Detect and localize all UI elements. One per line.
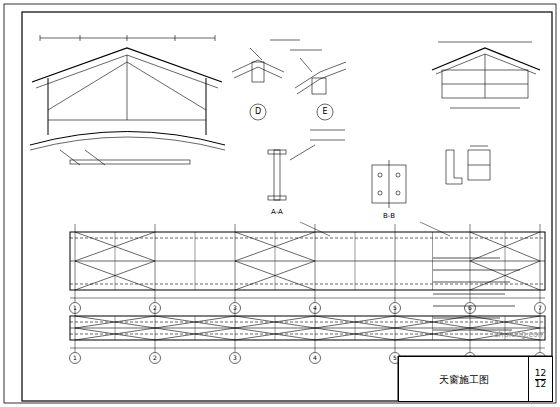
sheet-number: 12	[535, 380, 546, 390]
axis-number: 5	[393, 305, 397, 311]
purlin-detail	[446, 146, 490, 184]
axis-number: 4	[313, 355, 317, 361]
section-bb	[372, 160, 406, 208]
node-details	[232, 40, 346, 120]
general-notes	[433, 258, 520, 330]
skylight-elevation	[30, 35, 225, 165]
view-name: B-B	[383, 213, 395, 220]
view-name: A-A	[271, 209, 283, 216]
drawing-title: 天窗施工图	[439, 374, 489, 385]
axis-number: 3	[233, 305, 237, 311]
axis-number: 1	[73, 305, 77, 311]
axis-number: 6	[468, 305, 472, 311]
view-name: D	[255, 108, 261, 116]
axis-number: 2	[153, 305, 157, 311]
axis-number: 3	[233, 355, 237, 361]
axis-number: 1	[73, 355, 77, 361]
section-aa	[268, 130, 345, 200]
axis-number: 5	[393, 355, 397, 361]
view-name: E	[322, 108, 327, 116]
watermark: zhulong.com	[494, 331, 545, 339]
axis-number: 7	[538, 305, 542, 311]
skylight-section	[432, 42, 540, 108]
sheet-number-cell: 1212	[528, 356, 553, 402]
axis-number: 2	[153, 355, 157, 361]
sheet-number: 12	[535, 369, 546, 380]
title-cell: 天窗施工图	[398, 356, 529, 402]
skylight-plan	[70, 224, 546, 314]
axis-number: 4	[313, 305, 317, 311]
